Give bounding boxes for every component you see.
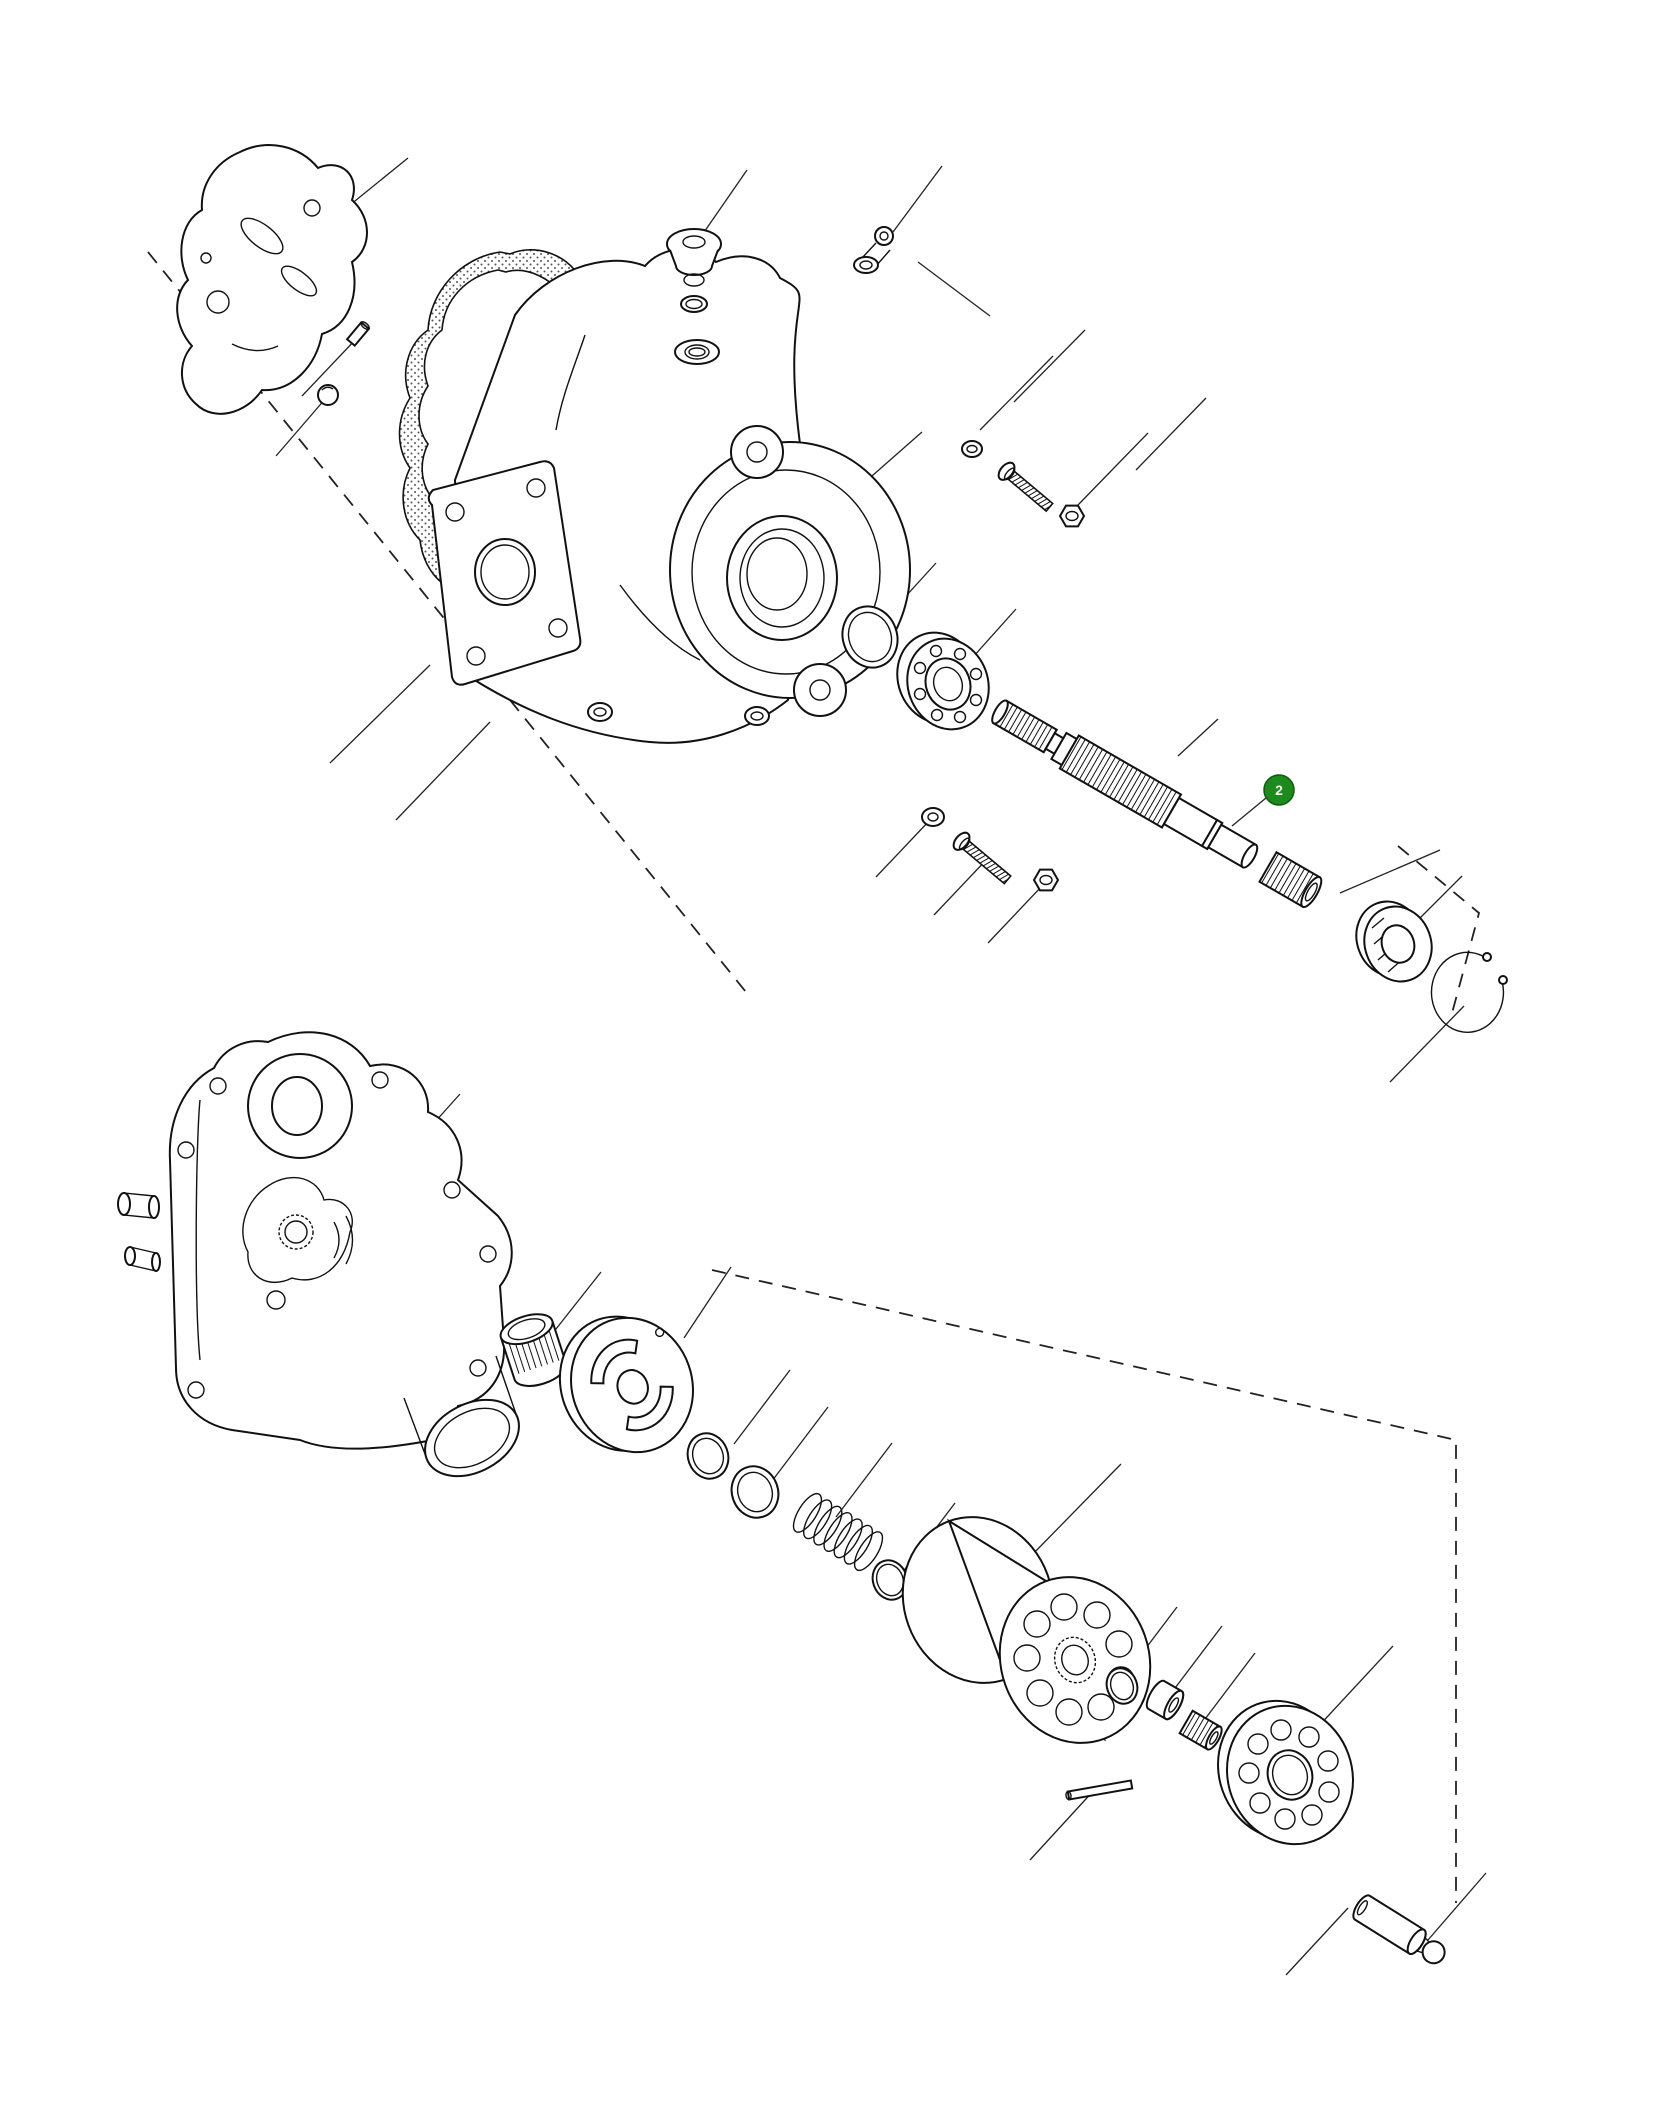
snap-ring bbox=[1430, 951, 1508, 1033]
lower-assembly bbox=[117, 1031, 1446, 1965]
callout-badge-label: 2 bbox=[1275, 782, 1283, 798]
rear-housing bbox=[117, 1031, 520, 1478]
piston bbox=[1352, 1894, 1446, 1965]
valve-plate bbox=[558, 1315, 694, 1454]
end-cover-plate bbox=[176, 144, 368, 415]
plug bbox=[666, 228, 722, 287]
washer-upper bbox=[961, 440, 983, 458]
retaining-ring bbox=[871, 1559, 909, 1601]
retainer-plate bbox=[1217, 1699, 1354, 1846]
splined-bushing bbox=[1178, 1709, 1223, 1751]
pin bbox=[1065, 1779, 1134, 1801]
needle-bearing bbox=[499, 1313, 568, 1387]
nut-lower bbox=[1032, 868, 1060, 892]
o-ring-small-front bbox=[686, 1432, 730, 1480]
elbow-fitting bbox=[853, 226, 894, 274]
spacer-ring bbox=[1105, 1667, 1139, 1705]
rear-bearing bbox=[1355, 900, 1433, 983]
nut-upper bbox=[1058, 504, 1086, 528]
steel-ball bbox=[317, 384, 339, 406]
front-bearing bbox=[896, 631, 990, 731]
plug-o-ring bbox=[680, 295, 708, 313]
washer-cup bbox=[1145, 1679, 1185, 1721]
callout-badge-circle[interactable] bbox=[1263, 774, 1295, 806]
cylinder-block bbox=[901, 1516, 1152, 1744]
o-ring-small-rear bbox=[730, 1465, 780, 1519]
drive-shaft bbox=[991, 699, 1259, 869]
shaft-o-ring bbox=[841, 605, 899, 669]
upper-assembly bbox=[176, 144, 1508, 1033]
spline-coupler bbox=[1258, 850, 1323, 909]
pump-housing bbox=[427, 248, 911, 744]
bolt-lower bbox=[952, 831, 1012, 885]
spring bbox=[792, 1492, 884, 1572]
bolt-upper bbox=[997, 461, 1054, 513]
dashed-border-upper bbox=[147, 251, 1481, 1018]
callout-badge[interactable]: 2 bbox=[1263, 774, 1295, 806]
dowel-pin bbox=[345, 320, 371, 348]
washer-lower bbox=[921, 807, 945, 827]
